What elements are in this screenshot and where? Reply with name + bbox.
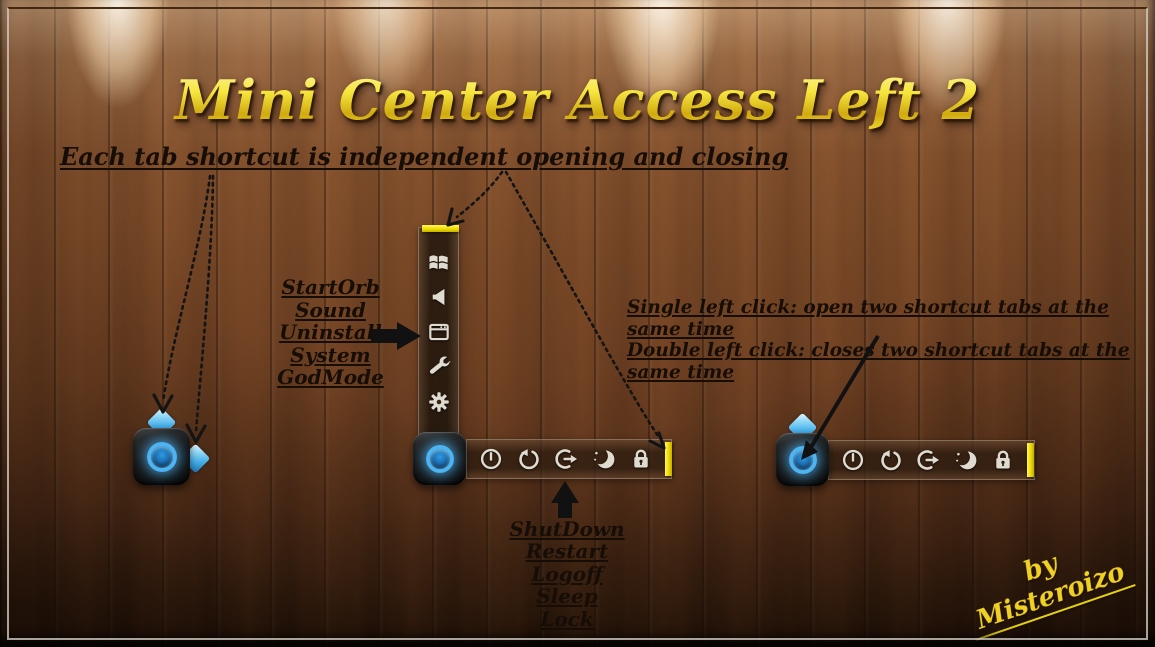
vertical-shortcut-toolbar[interactable] xyxy=(418,227,459,437)
logoff-icon[interactable] xyxy=(915,447,941,473)
restart-icon[interactable] xyxy=(878,447,904,473)
moon-icon[interactable] xyxy=(591,446,617,472)
label-lock: Lock xyxy=(540,606,594,631)
click-behavior-note: Single left click: open two shortcut tab… xyxy=(627,297,1155,383)
author-credit: by Misteroizo xyxy=(956,526,1136,641)
lock-icon[interactable] xyxy=(990,447,1016,473)
dotted-arrow-to-left-top-tab xyxy=(161,174,212,404)
tabs-note: Each tab shortcut is independent opening… xyxy=(60,142,789,171)
yellow-close-tab-vertical[interactable] xyxy=(422,225,459,232)
click-note-line2: Double left click: closes two shortcut t… xyxy=(627,340,1130,383)
yellow-close-tab-horizontal[interactable] xyxy=(665,442,672,476)
power-icon[interactable] xyxy=(478,446,504,472)
lock-icon[interactable] xyxy=(628,446,654,472)
label-restart: Restart xyxy=(525,539,609,564)
page-title: Mini Center Access Left 2 xyxy=(0,68,1155,132)
moon-icon[interactable] xyxy=(953,447,979,473)
label-system: System xyxy=(290,342,371,367)
click-note-line1: Single left click: open two shortcut tab… xyxy=(627,297,1109,340)
orb-glow-ring xyxy=(425,444,454,473)
gear-icon[interactable] xyxy=(426,389,452,415)
horizontal-shortcut-toolbar[interactable] xyxy=(466,439,672,479)
windows-logo-icon[interactable] xyxy=(426,249,452,275)
power-icon[interactable] xyxy=(840,447,866,473)
label-uninstall: Uninstall xyxy=(279,320,382,344)
label-godmode: GodMode xyxy=(277,365,384,389)
speaker-icon[interactable] xyxy=(426,284,452,310)
orb-glow-ring xyxy=(146,441,177,472)
dotted-arrow-to-left-right-tab xyxy=(194,174,215,434)
label-sleep: Sleep xyxy=(536,584,598,609)
vertical-tab-labels: StartOrb Sound Uninstall System GodMode xyxy=(248,276,413,389)
wrench-icon[interactable] xyxy=(426,354,452,380)
yellow-close-tab-horizontal-right[interactable] xyxy=(1027,443,1034,477)
horizontal-tab-labels: ShutDown Restart Logoff Sleep Lock xyxy=(492,518,642,630)
logoff-icon[interactable] xyxy=(553,446,579,472)
label-startorb: StartOrb xyxy=(281,275,380,299)
start-orb-button-middle[interactable] xyxy=(413,432,466,485)
dotted-arrow-to-vertical-yellow-tab xyxy=(455,170,504,219)
app-window-icon[interactable] xyxy=(426,319,452,345)
horizontal-shortcut-toolbar-right[interactable] xyxy=(828,440,1035,480)
label-shutdown: ShutDown xyxy=(509,517,625,541)
arrowhead xyxy=(446,207,465,227)
start-orb-button-right[interactable] xyxy=(776,433,829,486)
label-logoff: Logoff xyxy=(531,561,603,586)
restart-icon[interactable] xyxy=(516,446,542,472)
solid-arrow-to-horizontal-toolbar xyxy=(551,481,579,518)
orb-glow-ring xyxy=(788,445,817,474)
start-orb-button-left[interactable] xyxy=(133,428,190,485)
label-sound: Sound xyxy=(295,297,366,322)
